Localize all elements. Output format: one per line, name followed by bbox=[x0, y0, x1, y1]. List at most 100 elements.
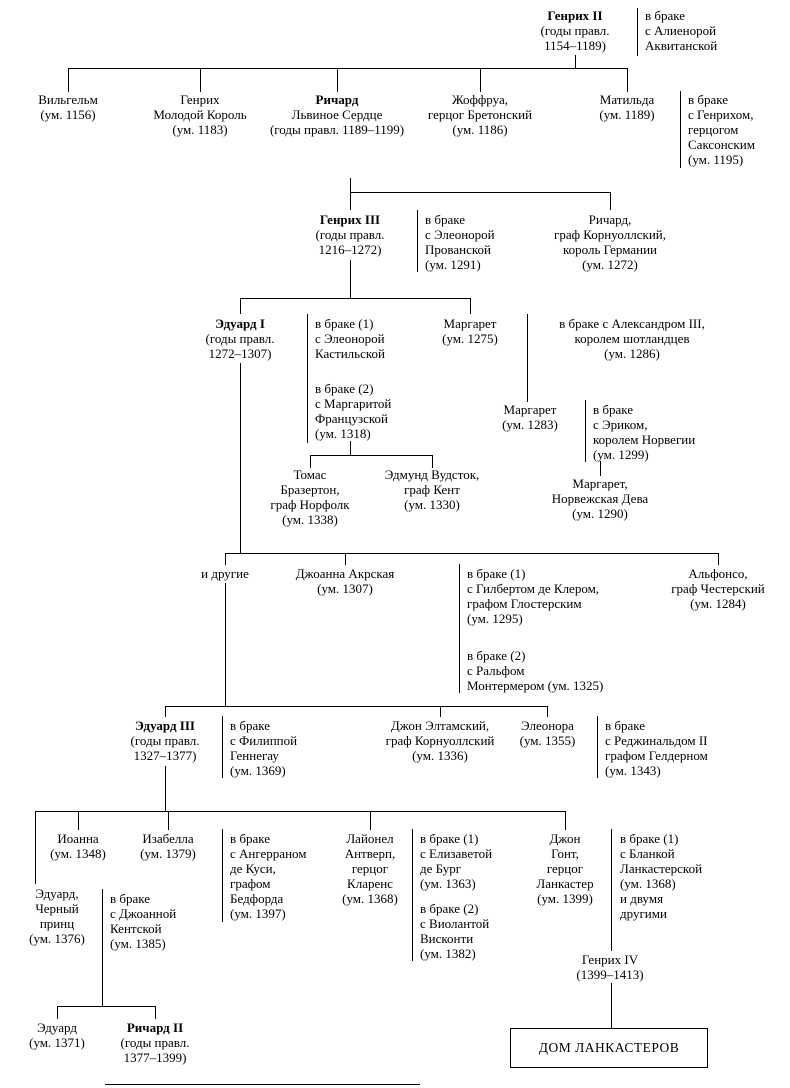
text-line: Маргарет bbox=[443, 316, 497, 331]
marriage-divider bbox=[222, 829, 223, 922]
node-lionel-marriage1: в браке (1) с Елизаветой де Бург (ум. 13… bbox=[420, 831, 515, 891]
node-eleanor-marriage: в браке с Реджинальдом II графом Гелдерн… bbox=[605, 718, 755, 778]
marriage-divider bbox=[680, 91, 681, 168]
text-line: 1154–1189) bbox=[544, 38, 606, 53]
node-edward1-marriage1: в браке (1) с Элеонорой Кастильской bbox=[315, 316, 415, 361]
marriage-divider bbox=[102, 889, 103, 1006]
text-line: с Генрихом, bbox=[688, 107, 754, 122]
connector-line bbox=[565, 811, 566, 830]
node-matilda-marriage: в браке с Генрихом, герцогом Саксонским … bbox=[688, 92, 788, 167]
text-line: (ум. 1290) bbox=[572, 506, 628, 521]
text-line: де Бург bbox=[420, 861, 462, 876]
text-line: в браке bbox=[425, 212, 466, 227]
text-line: (ум. 1336) bbox=[412, 748, 468, 763]
sibling-bar-edward3-gen bbox=[165, 706, 548, 707]
node-john-gaunt-marriage: в браке (1) с Бланкой Ланкастерской (ум.… bbox=[620, 831, 732, 921]
marriage-divider bbox=[527, 314, 528, 402]
text-line: Эдуард III bbox=[135, 718, 195, 733]
text-line: Бразертон, bbox=[280, 482, 340, 497]
text-line: Лайонел bbox=[346, 831, 394, 846]
node-margaret-1275-marriage: в браке с Александром III, королем шотла… bbox=[532, 316, 732, 361]
text-line: с Ангерраном bbox=[230, 846, 307, 861]
connector-line bbox=[432, 455, 433, 468]
text-line: Матильда bbox=[599, 92, 655, 107]
text-line: (ум. 1348) bbox=[50, 846, 106, 861]
text-line: (ум. 1369) bbox=[230, 763, 286, 778]
text-line: (ум. 1186) bbox=[452, 122, 508, 137]
text-line: с Элеонорой bbox=[425, 227, 495, 242]
text-line: (ум. 1379) bbox=[140, 846, 196, 861]
text-line: с Елизаветой bbox=[420, 846, 493, 861]
text-line: (1399–1413) bbox=[576, 967, 644, 982]
connector-line bbox=[168, 811, 169, 830]
text-line: граф Норфолк bbox=[270, 497, 350, 512]
node-richard1-lionheart: Ричард Львиное Сердце (годы правл. 1189–… bbox=[242, 92, 432, 137]
text-line: Джон bbox=[549, 831, 581, 846]
text-line: (ум. 1330) bbox=[404, 497, 460, 512]
text-line: Элеонора bbox=[521, 718, 574, 733]
node-joanna-marriage2: в браке (2) с Ральфом Монтермером (ум. 1… bbox=[467, 648, 647, 693]
text-line: (ум. 1295) bbox=[467, 611, 523, 626]
node-henry3: Генрих III (годы правл. 1216–1272) bbox=[294, 212, 406, 257]
connector-line bbox=[200, 68, 201, 92]
connector-line bbox=[610, 192, 611, 210]
text-line: с Гилбертом де Клером, bbox=[467, 581, 600, 596]
text-line: (годы правл. bbox=[540, 23, 610, 38]
marriage-divider bbox=[307, 314, 308, 443]
text-line: Генрих IV bbox=[581, 952, 639, 967]
connector-line bbox=[480, 68, 481, 92]
text-line: де Куси, bbox=[230, 861, 276, 876]
text-line: граф Корнуоллский bbox=[385, 733, 495, 748]
text-line: 1377–1399) bbox=[123, 1050, 187, 1065]
text-line: Кентской bbox=[110, 921, 162, 936]
text-line: Геннегау bbox=[230, 748, 279, 763]
text-line: Прованской bbox=[425, 242, 491, 257]
connector-line bbox=[611, 922, 612, 951]
text-line: (ум. 1307) bbox=[317, 581, 373, 596]
text-line: Томас bbox=[293, 467, 327, 482]
text-line: (ум. 1363) bbox=[420, 876, 476, 891]
text-line: граф Корнуоллский, bbox=[554, 227, 666, 242]
text-line: (ум. 1286) bbox=[604, 346, 660, 361]
text-line: с Бланкой bbox=[620, 846, 675, 861]
node-joanna-marriage1: в браке (1) с Гилбертом де Клером, графо… bbox=[467, 566, 647, 626]
text-line: (ум. 1189) bbox=[599, 107, 655, 122]
node-matilda: Матильда (ум. 1189) bbox=[577, 92, 677, 122]
text-line: в браке bbox=[605, 718, 646, 733]
text-line: (ум. 1299) bbox=[593, 447, 649, 462]
text-line: (ум. 1376) bbox=[29, 931, 85, 946]
text-line: в браке (2) bbox=[467, 648, 526, 663]
connector-line bbox=[370, 811, 371, 830]
sibling-bar-gen2 bbox=[68, 68, 628, 69]
connector-line bbox=[68, 68, 69, 92]
text-line: и двумя bbox=[620, 891, 664, 906]
house-lancaster-label: ДОМ ЛАНКАСТЕРОВ bbox=[538, 1040, 680, 1055]
node-isabella: Изабелла (ум. 1379) bbox=[123, 831, 213, 861]
text-line: в браке (1) bbox=[467, 566, 526, 581]
marriage-divider bbox=[417, 210, 418, 272]
text-line: в браке (1) bbox=[420, 831, 479, 846]
text-line: (ум. 1399) bbox=[537, 891, 593, 906]
text-line: графом Гелдерном bbox=[605, 748, 708, 763]
connector-line bbox=[155, 1006, 156, 1019]
text-line: (ум. 1272) bbox=[582, 257, 638, 272]
text-line: герцогом bbox=[688, 122, 739, 137]
text-line: в браке bbox=[645, 8, 686, 23]
marriage-divider bbox=[412, 829, 413, 961]
connector-line bbox=[611, 983, 612, 1028]
text-line: принц bbox=[39, 916, 75, 931]
text-line: (годы правл. 1189–1199) bbox=[269, 122, 405, 137]
node-others: и другие bbox=[180, 566, 270, 581]
node-margaret-1283-marriage: в браке с Эриком, королем Норвегии (ум. … bbox=[593, 402, 723, 462]
connector-line bbox=[575, 55, 576, 68]
text-line: с Виолантой bbox=[420, 916, 490, 931]
node-eleanor: Элеонора (ум. 1355) bbox=[500, 718, 595, 748]
text-line: (ум. 1397) bbox=[230, 906, 286, 921]
node-edward1-marriage2: в браке (2) с Маргаритой Французской (ум… bbox=[315, 381, 420, 441]
marriage-divider bbox=[611, 829, 612, 922]
text-line: Эдуард, bbox=[35, 886, 79, 901]
text-line: с Маргаритой bbox=[315, 396, 392, 411]
text-line: с Эриком, bbox=[593, 417, 648, 432]
text-line: (ум. 1195) bbox=[688, 152, 744, 167]
text-line: (ум. 1343) bbox=[605, 763, 661, 778]
